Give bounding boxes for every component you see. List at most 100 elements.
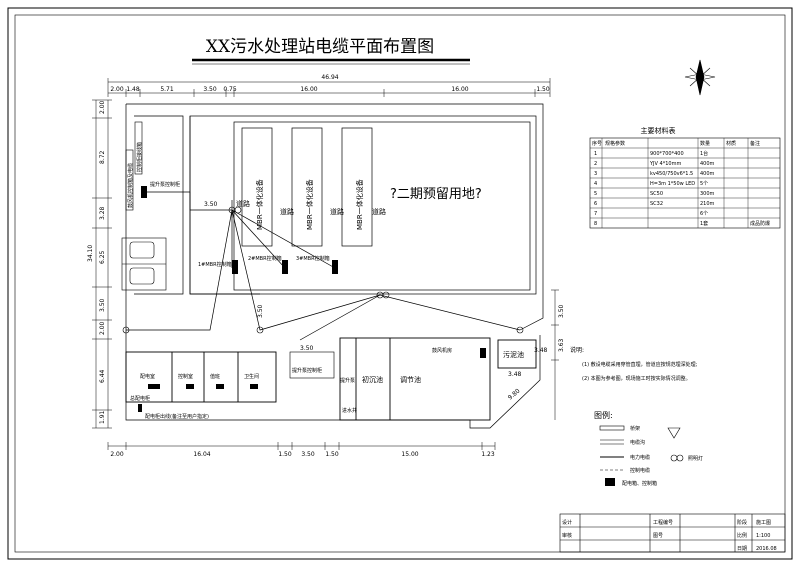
- tb-label-design: 设计: [562, 519, 572, 526]
- dim-bottom-3: 1.50: [278, 451, 292, 458]
- table-cell: 6个: [700, 211, 708, 217]
- table-cell: 400m: [700, 171, 715, 177]
- drawing-title: XX污水处理站电缆平面布置图: [206, 37, 434, 57]
- table-cell: 3: [594, 171, 597, 177]
- mbr-1-label: MBR一体化设备: [255, 179, 264, 230]
- road-label-4: 道路: [372, 207, 386, 216]
- dim-bottom-4: 3.50: [301, 451, 315, 458]
- dim-top-8: 1.50: [536, 86, 550, 93]
- road-label-3: 道路: [236, 199, 250, 208]
- note-2: (2) 本图为参考图，现场施工时按实际情况调整。: [582, 375, 691, 382]
- main-panel-label: 总配电柜: [130, 395, 150, 402]
- lamp-icon: [516, 326, 524, 334]
- dim-right-2: 3.63: [558, 338, 565, 352]
- material-table-title: 主要材料表: [641, 126, 676, 135]
- notes-heading: 说明:: [570, 346, 584, 354]
- table-cell: SC50: [650, 191, 663, 197]
- dim-bottom-1: 2.00: [110, 451, 124, 458]
- dim-right-3: 3.48: [534, 347, 548, 354]
- panel-icon: [216, 384, 224, 389]
- mbr-2-controller-icon: [282, 260, 288, 274]
- table-cell: 4: [594, 181, 597, 187]
- sludge-tank: [497, 339, 537, 369]
- table-cell: SC32: [650, 201, 663, 207]
- tank-group: [339, 337, 491, 421]
- outer-frame: [7, 7, 793, 560]
- car-icon: [129, 267, 155, 285]
- junction-icon: [234, 206, 242, 214]
- lift-box-label: 提升泵控制柜: [292, 367, 322, 374]
- legend-heading: 图例:: [594, 410, 613, 420]
- road-label-2: 道路: [330, 207, 344, 216]
- top-note: 控制柜接线箱: [136, 142, 143, 172]
- table-header-cell: 材质: [726, 140, 736, 147]
- panel-icon: [250, 384, 258, 389]
- left-label-box-2: [134, 121, 143, 175]
- car-icon: [129, 241, 155, 259]
- reserve-zone: [233, 121, 531, 291]
- dim-bottom-2: 16.04: [193, 451, 210, 458]
- table-cell: 成品防爆: [750, 220, 770, 227]
- lamp-icon: [122, 326, 130, 334]
- blower-panel-icon: [480, 348, 486, 358]
- room-4-label: 卫生间: [244, 373, 259, 380]
- dim-left-4: 6.25: [99, 250, 106, 264]
- mbr-1-controller-label: 1#MBR控制箱: [198, 261, 232, 268]
- table-cell: 1台: [700, 150, 708, 157]
- tb-label-drawing: 图号: [653, 533, 663, 539]
- lamp-icon: [670, 454, 678, 462]
- legend-item-2: 电缆沟: [630, 439, 645, 446]
- table-cell: 900*700*400: [650, 151, 684, 157]
- room-2-label: 控制室: [178, 373, 193, 380]
- tb-label-project: 工程编号: [653, 519, 673, 526]
- legend-item-3: 电力电缆: [630, 454, 650, 461]
- cable-tray-icon: [599, 425, 625, 431]
- table-cell: 7: [594, 211, 597, 217]
- table-cell: 5个: [700, 181, 708, 187]
- inner-frame: [14, 14, 786, 553]
- left-note: 鼓风机控制箱及电缆: [127, 163, 134, 208]
- main-panel-icon: [148, 384, 160, 389]
- table-header-cell: 备注: [750, 140, 760, 147]
- title-block: [559, 513, 786, 553]
- dim-vert-a: 3.50: [257, 304, 264, 318]
- control-box-icon: [605, 478, 615, 486]
- sludge-tank-label: 污泥池: [503, 350, 524, 359]
- tb-label-stage: 阶段: [737, 519, 747, 526]
- control-building: [125, 351, 277, 403]
- dim-left-2: 8.72: [99, 150, 106, 164]
- dim-left-5: 3.50: [99, 298, 106, 312]
- control-box-icon: [141, 186, 147, 198]
- table-header-cell: 序号: [592, 140, 602, 147]
- dim-top-total: 46.94: [321, 74, 338, 81]
- table-cell: kv450/750v6*1.5: [650, 171, 693, 177]
- mbr-unit-2: [291, 127, 323, 247]
- dim-left-1: 2.00: [99, 100, 106, 114]
- legend-item-5: 照明灯: [688, 455, 703, 462]
- room-1-label: 配电室: [140, 373, 155, 380]
- dim-mbr-gap: 3.50: [300, 345, 314, 352]
- reserve-area-label: ?二期预留用地?: [390, 187, 482, 202]
- table-cell: YJV 4*10mm: [649, 161, 681, 167]
- table-cell: 5: [594, 191, 597, 197]
- table-header-cell: 规格参数: [605, 140, 625, 147]
- dosing-panel-label: 提升泵控制柜: [150, 181, 180, 188]
- lamp-icon: [382, 291, 390, 299]
- table-cell: 400m: [700, 161, 715, 167]
- cable-entry-icon: [138, 404, 142, 412]
- table-header-cell: 数量: [700, 140, 710, 147]
- mbr-1-controller-icon: [232, 260, 238, 274]
- dim-top-4: 3.50: [203, 86, 217, 93]
- table-cell: 210m: [700, 201, 715, 207]
- note-1: (1) 敷设电缆采用穿管直埋，管道应按规范埋深处理;: [582, 361, 698, 368]
- bottom-note: 配电柜出线(备注至用户指定): [145, 413, 209, 420]
- tb-value-date: 2016.08: [756, 546, 777, 552]
- grit-tank-label: 初沉池: [362, 375, 383, 384]
- table-cell: 1套: [700, 220, 708, 227]
- room-3-label: 值班: [210, 373, 220, 380]
- dim-bottom-5: 1.50: [325, 451, 339, 458]
- dim-left-3: 3.28: [99, 206, 106, 220]
- dim-left-total: 34.10: [87, 245, 94, 262]
